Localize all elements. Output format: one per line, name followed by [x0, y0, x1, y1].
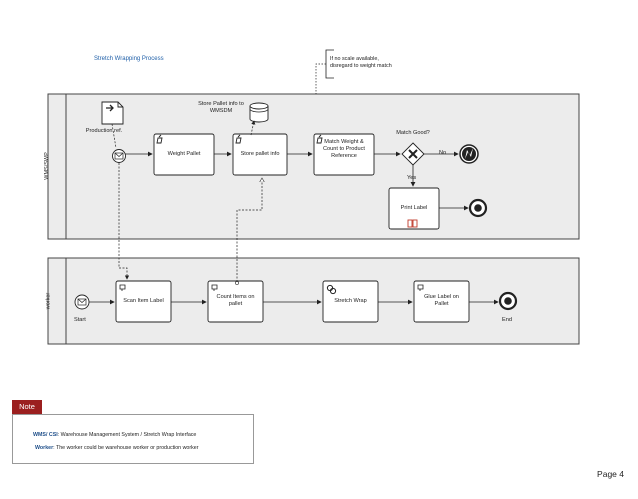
label-end: End	[502, 317, 512, 323]
page-number: Page 4	[597, 469, 624, 479]
label-print-label: Print Label	[400, 205, 428, 211]
label-weight-pallet: Weight Pallet	[167, 151, 201, 157]
note-box: WMS/ CSI: Warehouse Management System / …	[12, 414, 254, 464]
label-stretch-wrap: Stretch Wrap	[334, 298, 367, 304]
label-no: No	[439, 150, 447, 156]
annotation-bracket	[315, 49, 334, 94]
label-store-pallet-db: Store Pallet info to WMSDM	[198, 101, 244, 114]
error-end-event-icon[interactable]	[459, 144, 479, 164]
lane-label-wms: WMS/SWP	[43, 152, 50, 180]
message-start-event-icon-worker[interactable]	[74, 294, 90, 310]
label-scan-item-label: Scan Item Label	[123, 298, 164, 304]
label-production-ref: Production ref.	[85, 128, 123, 134]
label-store-pallet-info: Store pallet info	[240, 151, 280, 157]
note-line-wms: WMS/ CSI: Warehouse Management System / …	[33, 432, 196, 438]
annotation-text: If no scale available, disregard to weig…	[330, 56, 392, 69]
note-text-wms: : Warehouse Management System / Stretch …	[57, 432, 197, 438]
note-text-worker: : The worker could be warehouse worker o…	[53, 445, 199, 451]
message-flows	[111, 120, 262, 282]
label-count-items: Count Items on pallet	[216, 294, 255, 307]
label-match-good: Match Good?	[396, 130, 430, 136]
message-flow-origin	[235, 281, 239, 285]
task-store-pallet-info[interactable]	[232, 133, 288, 176]
pool-wms	[47, 93, 580, 240]
note-key-worker: Worker	[35, 445, 54, 451]
task-stretch-wrap[interactable]	[322, 280, 379, 323]
task-glue-label[interactable]	[413, 280, 470, 323]
print-icon	[407, 219, 413, 228]
sequence-flows	[89, 151, 499, 305]
note-key-wms: WMS/ CSI	[33, 432, 58, 438]
label-yes: Yes	[407, 175, 417, 181]
task-match-weight[interactable]	[313, 133, 375, 176]
task-weight-pallet[interactable]	[153, 133, 215, 176]
end-event-icon[interactable]	[468, 198, 488, 218]
document-icon	[101, 101, 124, 125]
task-print-label[interactable]	[388, 187, 440, 230]
label-glue-label: Glue Label on Pallet	[424, 294, 459, 307]
note-tab: Note	[12, 400, 42, 414]
note-line-worker: Worker: The worker could be warehouse wo…	[35, 445, 199, 451]
label-match-weight: Match Weight & Count to Product Referenc…	[323, 139, 365, 159]
diagram-title: Stretch Wrapping Process	[94, 56, 164, 62]
end-event-worker[interactable]	[498, 291, 518, 311]
database-icon	[249, 102, 269, 123]
task-count-items[interactable]	[207, 280, 264, 323]
label-start: Start	[74, 317, 86, 323]
lane-label-worker: worker	[45, 292, 52, 310]
task-scan-item-label[interactable]	[115, 280, 172, 323]
message-start-event-icon[interactable]	[112, 149, 126, 163]
